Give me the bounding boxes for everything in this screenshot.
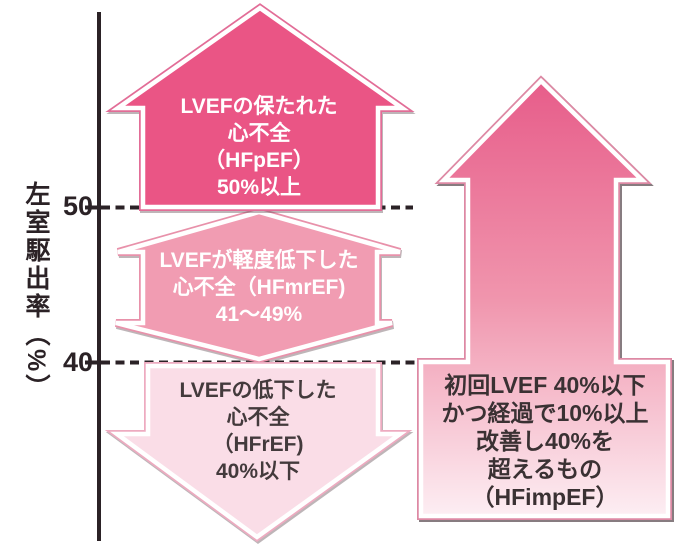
hfimpef-label-line-2: かつ経過で10%以上	[441, 400, 649, 426]
hfref-label-line-2: 心不全	[226, 406, 290, 429]
hfmref-arrow	[115, 207, 402, 364]
hfmref-arrow-label: LVEFが軽度低下した 心不全（HFmrEF) 41〜49%	[118, 247, 400, 328]
hfimpef-arrow-label: 初回LVEF 40%以下 かつ経過で10%以上 改善し40%を 超えるもの （H…	[423, 371, 667, 511]
hfpef-arrow-shape	[110, 5, 410, 210]
hfref-arrow	[104, 362, 413, 542]
hfref-label-line-1: LVEFの低下した	[179, 379, 337, 402]
hfimpef-label-line-5: （HFimpEF）	[471, 484, 619, 510]
hfimpef-arrow-shape	[418, 77, 671, 519]
hfref-arrow-shape	[110, 363, 407, 540]
hfpef-label-line-1: LVEFの保たれた	[180, 95, 338, 118]
tick-label-40: 40	[62, 347, 93, 377]
hfimpef-label-line-4: 超えるもの	[487, 456, 603, 482]
hfimpef-label-line-1: 初回LVEF 40%以下	[444, 372, 646, 398]
y-axis-title: 左室駆出率（%）	[22, 181, 50, 403]
tick-label-50: 50	[62, 191, 93, 221]
hfpef-arrow-label: LVEFの保たれた 心不全 （HFpEF） 50%以上	[130, 93, 388, 201]
hfmref-label-line-2: 心不全（HFmrEF)	[172, 276, 346, 299]
hfmref-label-line-3: 41〜49%	[215, 303, 303, 326]
hfimpef-arrow	[417, 75, 672, 520]
hfmref-arrow-shape	[115, 209, 401, 362]
hfmref-label-line-1: LVEFが軽度低下した	[159, 249, 359, 272]
hfref-arrow-label: LVEFの低下した 心不全 （HFrEF) 40%以下	[128, 377, 388, 485]
hfref-label-line-3: （HFrEF)	[212, 433, 304, 456]
hfpef-label-line-3: （HFpEF）	[204, 149, 314, 172]
hfpef-label-line-4: 50%以上	[216, 176, 302, 199]
hfref-label-line-4: 40%以下	[215, 460, 301, 483]
hfpef-arrow	[105, 3, 415, 211]
hfimpef-label-line-3: 改善し40%を	[475, 428, 615, 454]
hfpef-label-line-2: 心不全	[227, 122, 291, 145]
